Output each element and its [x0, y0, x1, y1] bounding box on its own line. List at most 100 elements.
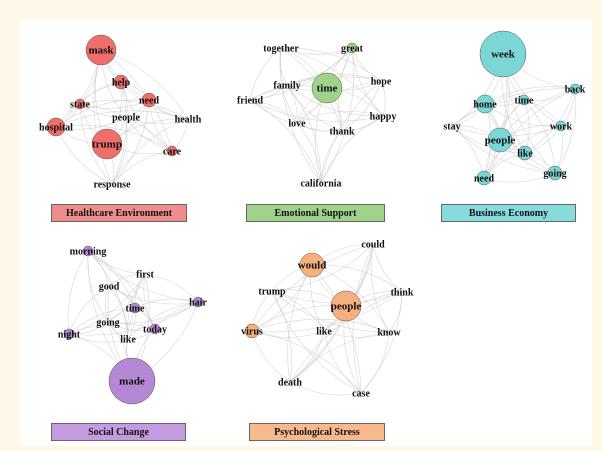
word-node-virus — [244, 323, 260, 339]
network-edge — [323, 330, 390, 338]
network-edge — [67, 250, 89, 335]
network-edge — [55, 124, 173, 152]
network-edge — [280, 47, 353, 55]
word-node-mask — [85, 34, 117, 66]
network-edge — [79, 103, 113, 185]
word-node-morning — [82, 245, 94, 257]
word-node-time — [129, 302, 141, 314]
node-label-know: know — [377, 328, 401, 339]
node-label-trump: trump — [258, 287, 286, 298]
node-label-need: need — [139, 96, 159, 107]
node-label-response: response — [93, 180, 131, 191]
network-edge — [286, 84, 384, 117]
node-label-work: work — [550, 122, 573, 133]
word-node-need — [476, 170, 492, 186]
node-label-death: death — [278, 378, 302, 389]
network-edge — [372, 243, 403, 293]
network-edge — [320, 47, 354, 184]
node-label-today: today — [143, 325, 167, 336]
network-edge — [271, 243, 374, 292]
node-label-health: health — [175, 115, 202, 126]
node-label-morning: morning — [70, 247, 107, 258]
network-edge — [286, 84, 343, 132]
topic-label-box: Psychological Stress — [249, 423, 385, 441]
topic-label-box: Emotional Support — [246, 204, 385, 222]
word-node-made — [108, 357, 156, 405]
node-label-people: people — [331, 301, 362, 313]
word-node-would — [299, 252, 325, 278]
network-edge — [523, 99, 556, 174]
network-edge — [451, 125, 556, 174]
network-edge — [251, 330, 362, 394]
topic-label-box: Healthcare Environment — [51, 204, 187, 222]
node-label-time: time — [126, 304, 145, 315]
network-edge — [483, 88, 576, 179]
node-label-would: would — [298, 260, 327, 272]
node-label-first: first — [136, 270, 154, 281]
node-label-good: good — [99, 282, 120, 293]
node-label-going: going — [96, 318, 119, 329]
node-label-going: going — [543, 169, 566, 180]
network-edge — [111, 99, 150, 185]
node-label-back: back — [565, 85, 586, 96]
word-node-back — [569, 83, 581, 95]
word-node-like — [517, 145, 533, 161]
node-label-like: like — [316, 327, 332, 338]
node-label-people: people — [485, 135, 516, 147]
network-edge — [87, 250, 136, 309]
network-edge — [249, 99, 384, 122]
node-label-stay: stay — [443, 122, 460, 133]
network-edge — [451, 125, 526, 154]
network-edge — [68, 323, 156, 335]
word-node-people — [487, 127, 513, 153]
network-edge — [360, 291, 403, 394]
network-edge — [111, 118, 189, 185]
network-edge — [280, 47, 384, 117]
network-edge — [87, 250, 129, 340]
word-node-hospital — [46, 117, 66, 137]
word-node-help — [113, 74, 129, 90]
network-edge — [249, 99, 298, 124]
topic-label-box: Social Change — [51, 423, 186, 441]
node-label-care: care — [163, 147, 182, 158]
network-edge — [451, 125, 485, 179]
node-label-need: need — [474, 174, 494, 185]
network-edge — [451, 88, 576, 127]
word-node-people — [330, 290, 362, 322]
network-edge — [484, 103, 556, 174]
node-label-like: like — [517, 149, 533, 160]
network-edge — [108, 273, 146, 287]
network-edge — [380, 80, 386, 117]
network-edge — [120, 81, 173, 152]
node-label-time: time — [515, 96, 534, 107]
network-edge — [289, 381, 362, 396]
network-edge — [323, 330, 362, 394]
word-node-trump — [91, 128, 123, 160]
node-label-home: home — [473, 100, 497, 111]
network-edge — [251, 243, 374, 332]
network-edge — [68, 301, 199, 336]
word-node-week — [479, 30, 527, 78]
word-node-time — [518, 94, 530, 106]
node-label-hope: hope — [371, 77, 392, 88]
network-edge — [111, 150, 173, 185]
network-edge — [341, 80, 382, 132]
node-label-happy: happy — [370, 112, 397, 123]
network-edge — [370, 243, 390, 333]
network-edge — [280, 47, 382, 82]
network-edge — [271, 290, 325, 332]
network-edge — [125, 116, 189, 124]
network-edge — [523, 99, 530, 154]
network-edge — [127, 301, 199, 340]
network-edge — [320, 115, 384, 184]
node-label-help: help — [112, 78, 131, 89]
node-label-friend: friend — [237, 96, 264, 107]
node-label-family: family — [273, 81, 300, 92]
network-edge — [341, 115, 384, 132]
network-edge — [286, 84, 322, 184]
network-edge — [134, 298, 199, 309]
word-node-great — [346, 42, 358, 54]
network-edge — [289, 331, 390, 383]
network-edge — [249, 47, 282, 101]
